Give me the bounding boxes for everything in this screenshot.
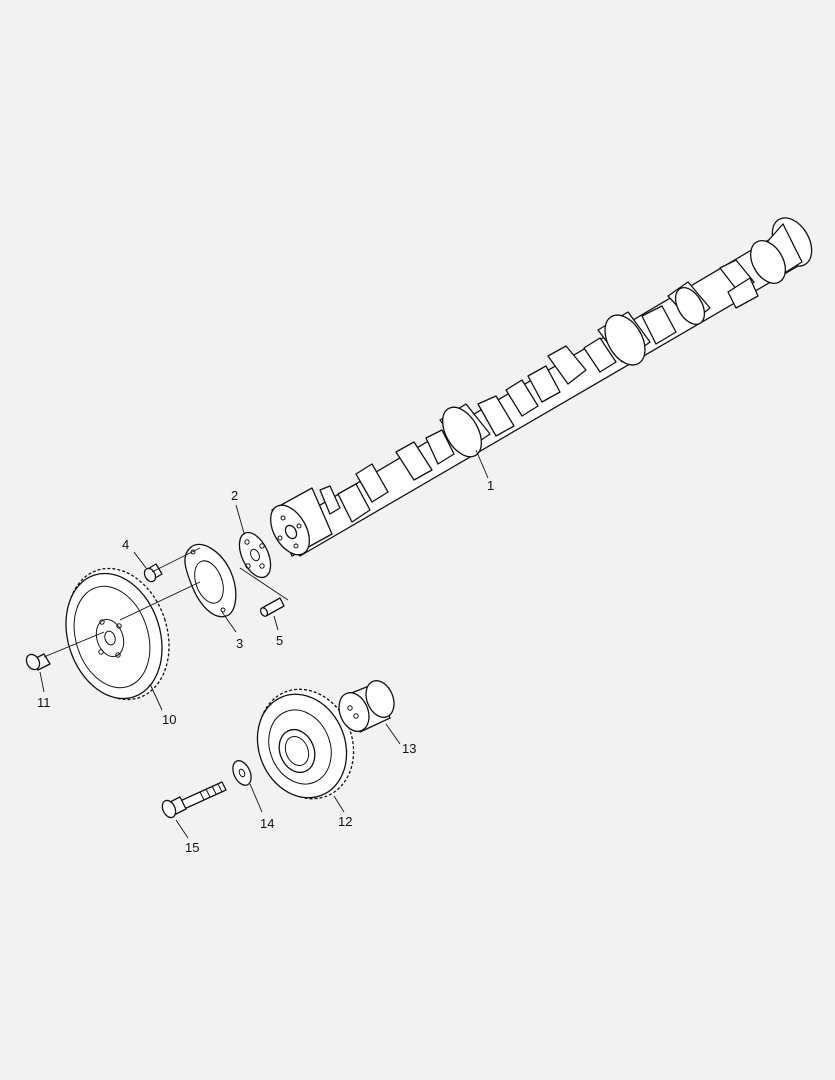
camshaft-lobes [319,259,759,523]
gasket [184,543,237,618]
callout-10: 10 [162,712,176,727]
thrust-plate [238,531,272,579]
callout-3: 3 [236,636,243,651]
callout-13: 13 [402,741,416,756]
camshaft [270,217,813,557]
camshaft-gear [65,567,170,701]
bolt-11 [25,653,51,671]
callout-1: 1 [487,478,494,493]
idler-hub [338,680,395,733]
leader-lines [39,449,489,839]
callout-5: 5 [276,633,283,648]
dowel-pin [259,597,285,617]
callout-4: 4 [122,537,129,552]
camshaft-rear-journal [750,217,813,284]
callout-12: 12 [338,814,352,829]
camshaft-front-journal [270,487,333,557]
callout-11: 11 [37,695,51,710]
callout-14: 14 [260,816,274,831]
bolt-15 [161,781,227,819]
washer [232,760,252,786]
callout-2: 2 [231,488,238,503]
callout-15: 15 [185,840,199,855]
callout-labels: 1 2 3 4 5 10 11 12 13 14 15 [37,478,494,855]
idler-gear [256,688,355,800]
